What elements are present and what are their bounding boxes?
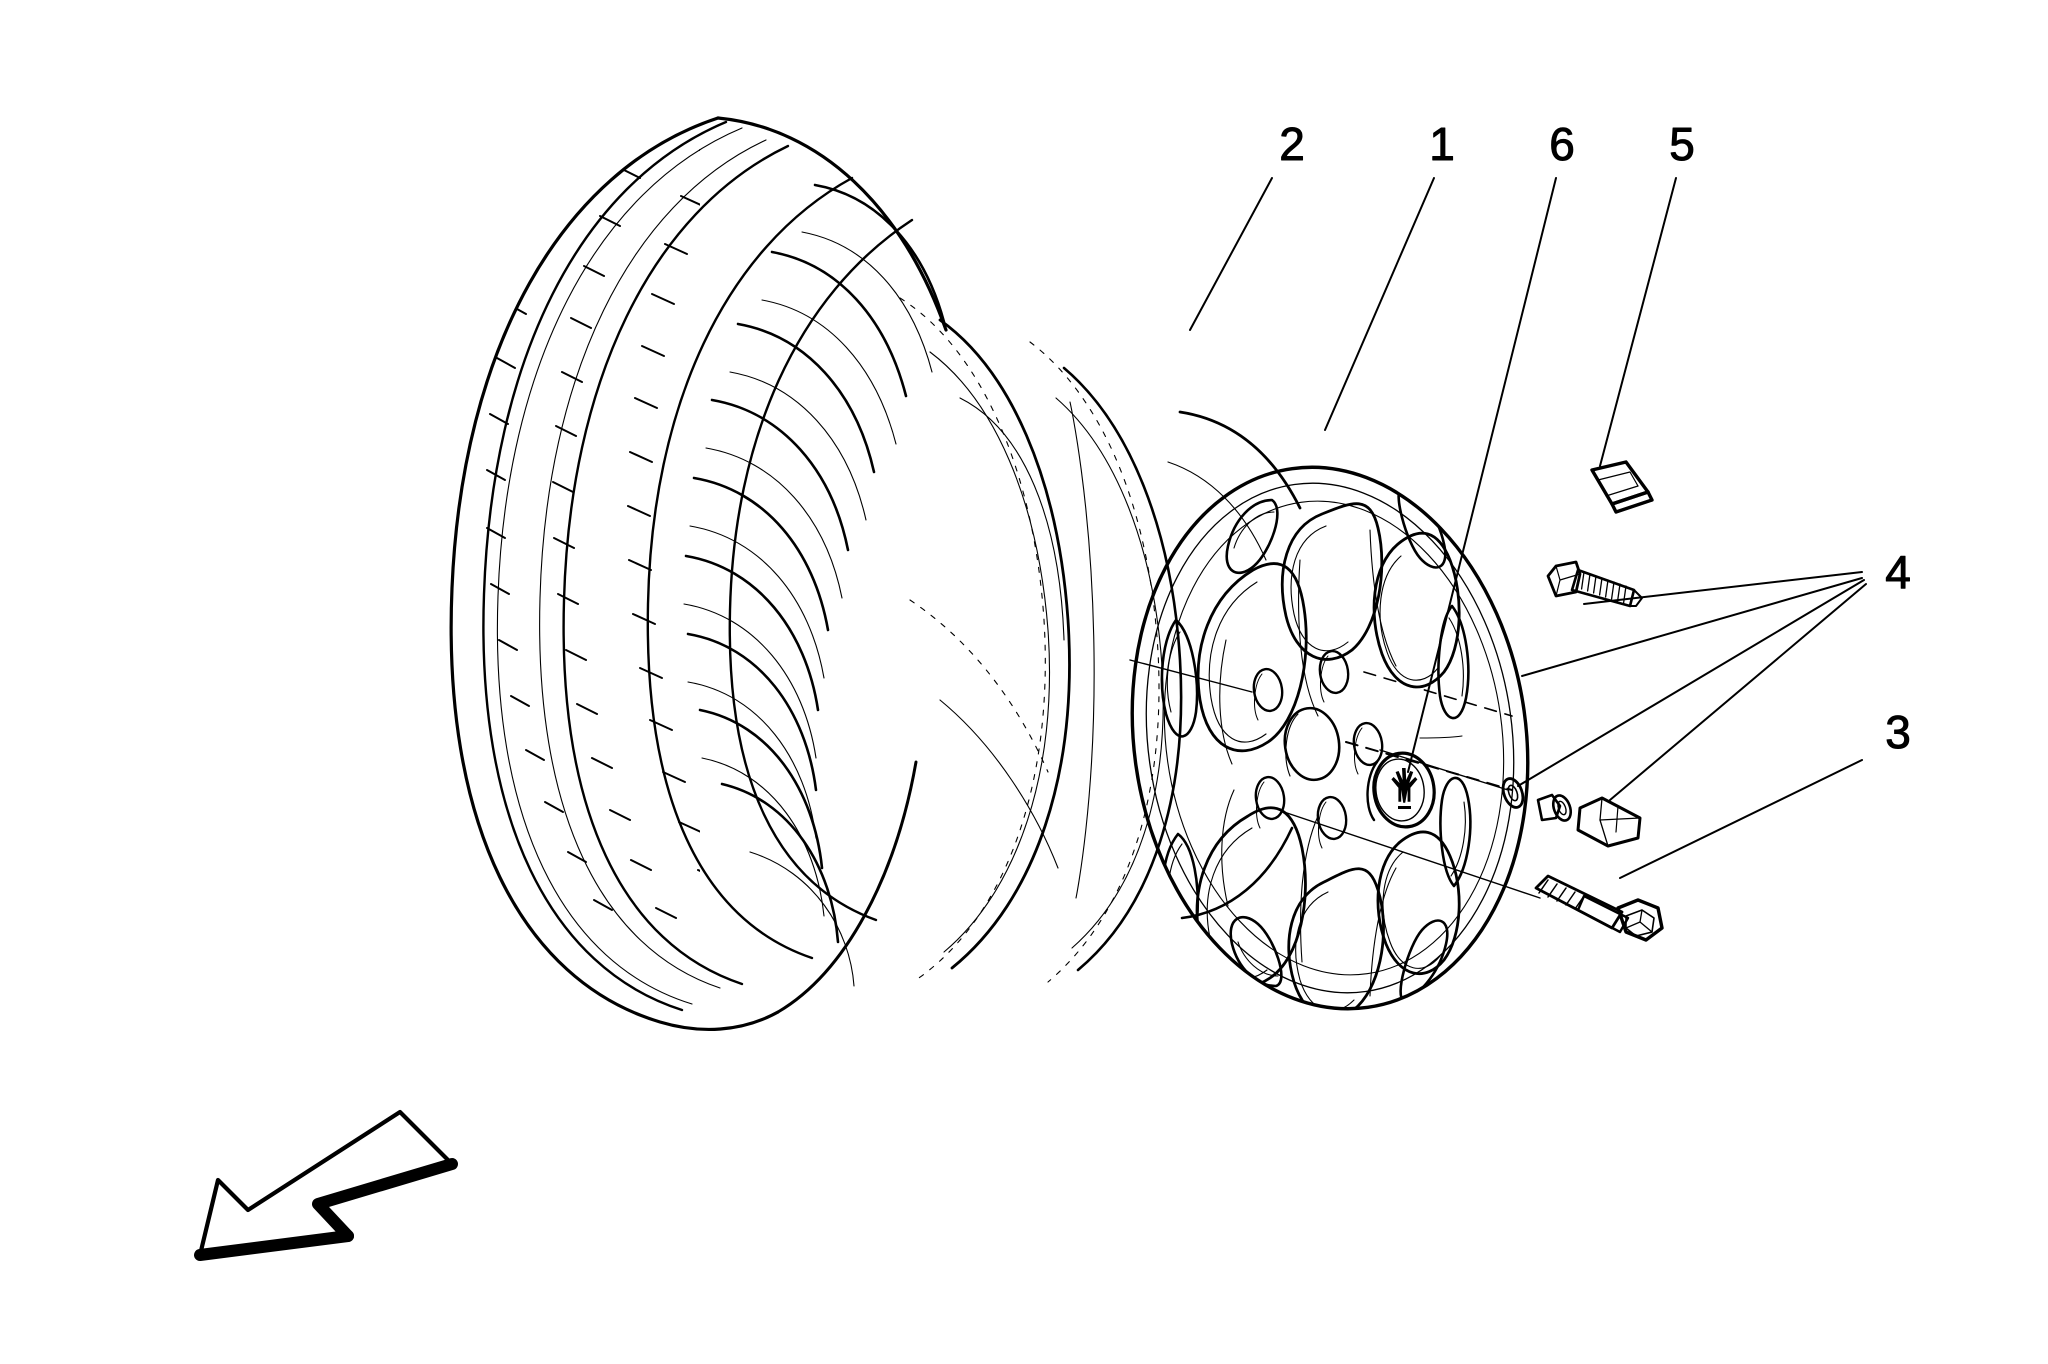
callout-1-label: 1 xyxy=(1429,118,1455,170)
leader-4c xyxy=(1517,579,1865,787)
pointer-hub-left xyxy=(1129,659,1253,693)
leader-4d xyxy=(1609,583,1867,801)
wheel-centre-cap xyxy=(1366,751,1436,829)
leader-6 xyxy=(1407,177,1557,773)
wheel-rim-face xyxy=(1130,465,1530,1011)
leader-1 xyxy=(1324,177,1435,431)
callout-2-label: 2 xyxy=(1279,118,1305,170)
tyre-outer-profile xyxy=(449,116,948,1032)
pointer-valve-hole xyxy=(1379,749,1509,791)
wheel-bolt xyxy=(1534,874,1664,942)
valve-grommet xyxy=(1501,777,1525,809)
tyre-assembly: 2 1 6 5 4 3 xyxy=(194,116,1912,1261)
balance-weight xyxy=(1590,460,1654,514)
leader-2 xyxy=(1189,177,1273,331)
sensor-screw xyxy=(1546,560,1643,608)
valve-stem xyxy=(1576,796,1642,848)
callout-6-label: 6 xyxy=(1549,118,1575,170)
direction-of-travel-arrow xyxy=(194,1109,458,1261)
leader-lines xyxy=(1129,177,1867,899)
leader-3 xyxy=(1619,759,1863,879)
tyre-sidewall xyxy=(899,297,1183,983)
tyre-sipes xyxy=(486,149,700,919)
leader-4a xyxy=(1583,571,1863,605)
wheel-hub-bolt-holes xyxy=(1252,649,1384,849)
valve-nut xyxy=(1536,793,1573,822)
tyre-tread-blocks xyxy=(683,183,946,987)
trident-emblem xyxy=(1391,768,1418,809)
callout-4-label: 4 xyxy=(1885,546,1911,598)
callout-3-label: 3 xyxy=(1885,706,1911,758)
callout-labels: 2 1 6 5 4 3 xyxy=(1279,118,1912,759)
callout-5-label: 5 xyxy=(1669,118,1695,170)
tyre-tread-ribs xyxy=(482,120,914,1012)
wheel-spokes xyxy=(1160,484,1472,1020)
leader-4b xyxy=(1521,577,1863,677)
pointer-bolt-hole xyxy=(1283,811,1541,899)
hub-axis-dashed-2 xyxy=(1363,671,1513,717)
leader-5 xyxy=(1599,177,1677,467)
